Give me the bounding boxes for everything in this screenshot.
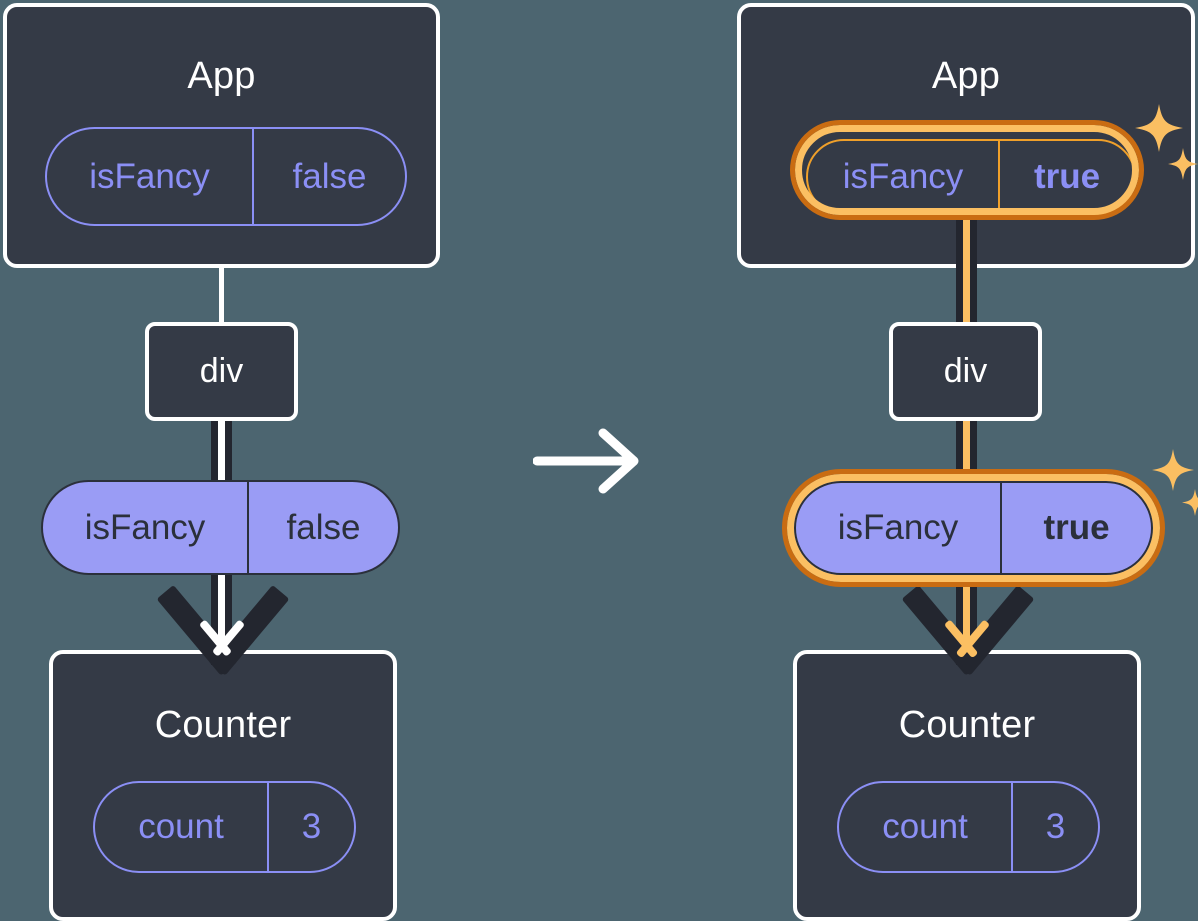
counter-state-pill-before[interactable]: count 3 bbox=[93, 781, 356, 873]
app-component-box-before[interactable]: App isFancy false bbox=[3, 3, 440, 268]
sparkle-icon-small bbox=[1182, 489, 1198, 516]
prop-key-after: isFancy bbox=[837, 508, 959, 547]
counter-title-after: Counter bbox=[898, 704, 1036, 746]
sparkle-icon bbox=[1152, 449, 1194, 491]
arrowhead-white-before bbox=[196, 619, 248, 672]
app-state-key-before: isFancy bbox=[89, 156, 210, 196]
prop-key-before: isFancy bbox=[84, 507, 206, 547]
prop-value-after: true bbox=[1000, 483, 1151, 573]
counter-state-key-after: count bbox=[882, 807, 968, 846]
wire-app-to-div-before bbox=[219, 264, 224, 326]
app-title-before: App bbox=[187, 55, 256, 97]
app-state-pill-after[interactable]: isFancy true bbox=[806, 139, 1136, 215]
after-state-diagram: App isFancy true div isFancy true bbox=[737, 0, 1198, 921]
div-node-before[interactable]: div bbox=[145, 322, 298, 421]
div-node-after[interactable]: div bbox=[889, 322, 1042, 421]
wire-prop-to-counter-before-core bbox=[218, 560, 225, 660]
prop-pill-after[interactable]: isFancy true bbox=[794, 481, 1153, 575]
counter-state-value-before: 3 bbox=[267, 783, 354, 871]
div-node-label-before: div bbox=[199, 352, 244, 390]
prop-pill-before[interactable]: isFancy false bbox=[41, 480, 400, 575]
transition-arrow bbox=[532, 425, 645, 497]
app-state-key-after: isFancy bbox=[842, 157, 964, 196]
right-arrow-icon bbox=[532, 428, 639, 494]
arrowhead-highlight-after bbox=[941, 619, 993, 672]
counter-component-box-after[interactable]: Counter count 3 bbox=[793, 650, 1141, 921]
wire-div-to-prop-before-core bbox=[218, 416, 225, 494]
wire-div-to-prop-after-core bbox=[963, 416, 970, 494]
app-state-value-before: false bbox=[252, 129, 405, 224]
div-node-label-after: div bbox=[943, 352, 988, 390]
counter-title-before: Counter bbox=[154, 704, 292, 746]
counter-state-value-after: 3 bbox=[1011, 783, 1098, 871]
app-title-after: App bbox=[931, 55, 1001, 97]
counter-component-box-before[interactable]: Counter count 3 bbox=[49, 650, 397, 921]
app-state-pill-before[interactable]: isFancy false bbox=[45, 127, 407, 226]
counter-state-key-before: count bbox=[138, 807, 224, 846]
wire-prop-to-counter-after-core bbox=[963, 560, 970, 660]
app-state-value-after: true bbox=[998, 141, 1134, 213]
counter-state-pill-after[interactable]: count 3 bbox=[837, 781, 1100, 873]
before-state-diagram: App isFancy false div isFancy false Coun… bbox=[0, 0, 450, 921]
wire-app-to-div-after-core bbox=[963, 215, 970, 330]
sparkle-icon-small bbox=[1168, 148, 1198, 180]
sparkle-icon bbox=[1135, 104, 1183, 152]
sparkle-cluster-app-after bbox=[1133, 100, 1198, 195]
sparkle-cluster-prop-after bbox=[1149, 445, 1198, 530]
prop-value-before: false bbox=[247, 482, 398, 573]
